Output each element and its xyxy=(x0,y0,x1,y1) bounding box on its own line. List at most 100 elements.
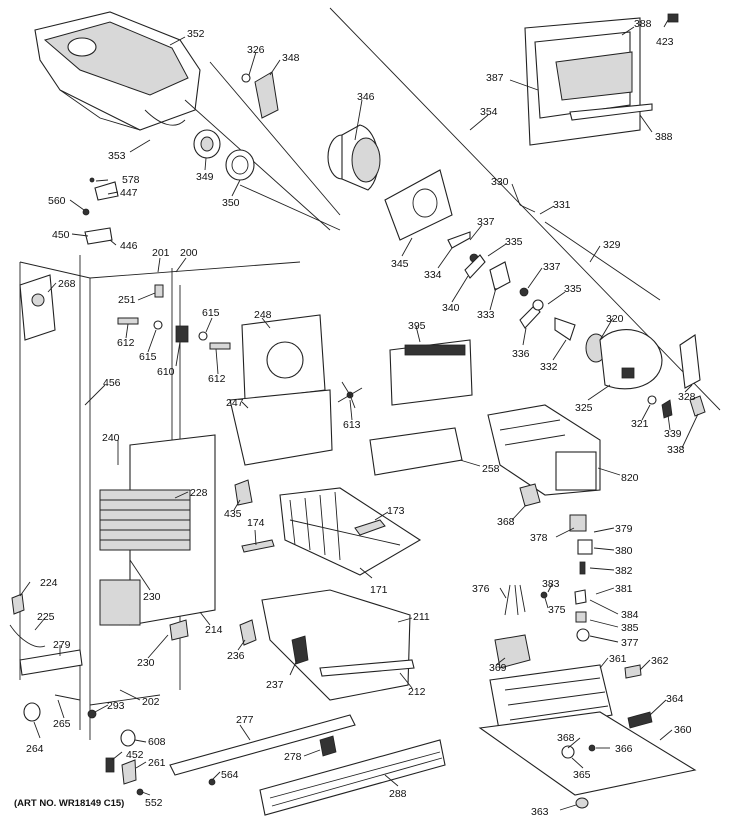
part-label: 366 xyxy=(615,743,633,755)
part-cap xyxy=(689,395,706,417)
part-label: 201 xyxy=(152,247,170,259)
part-ice-bucket xyxy=(34,11,201,131)
part-label: 381 xyxy=(615,583,633,595)
part-linkage xyxy=(447,231,576,341)
part-label: 230 xyxy=(143,591,161,603)
shaft-line xyxy=(209,61,341,216)
part-label: 348 xyxy=(282,52,300,64)
part-washer xyxy=(153,320,163,330)
part-mounting-plate xyxy=(384,169,453,241)
part-label: 268 xyxy=(58,278,76,290)
part-terminal xyxy=(540,591,548,599)
part-label: 612 xyxy=(208,373,226,385)
part-fan-motor xyxy=(585,329,663,390)
part-clip xyxy=(234,479,253,506)
part-thermistor-holder xyxy=(19,274,56,341)
part-label: 375 xyxy=(548,604,566,616)
part-washer xyxy=(647,395,657,405)
part-relay xyxy=(494,634,531,669)
part-label: 265 xyxy=(53,718,71,730)
part-roller xyxy=(120,729,136,747)
part-spring xyxy=(627,711,653,729)
part-label: 349 xyxy=(196,171,214,183)
part-spring xyxy=(519,204,536,213)
part-auger-spring xyxy=(225,149,255,181)
part-label: 278 xyxy=(284,751,302,763)
part-bracket xyxy=(121,759,137,785)
part-label: 236 xyxy=(227,650,245,662)
part-label: 337 xyxy=(543,261,561,273)
part-wire-shelf xyxy=(279,487,422,576)
part-bracket xyxy=(254,71,279,119)
part-label: 320 xyxy=(606,313,624,325)
part-label: 200 xyxy=(180,247,198,259)
part-bracket xyxy=(239,619,257,646)
part-label: 211 xyxy=(413,611,430,623)
part-label: 247 xyxy=(226,397,244,409)
part-label: 214 xyxy=(205,624,223,636)
part-label: 615 xyxy=(139,351,157,363)
part-label: 346 xyxy=(357,91,375,103)
part-label: 350 xyxy=(222,197,240,209)
part-label: 321 xyxy=(631,418,649,430)
part-stop xyxy=(319,735,337,757)
part-clip xyxy=(117,317,139,325)
part-rod xyxy=(54,694,81,701)
part-label: 379 xyxy=(615,523,633,535)
part-label: 446 xyxy=(120,240,138,252)
part-toe-grille xyxy=(259,739,446,816)
part-valve-stack xyxy=(569,514,593,642)
part-label: 240 xyxy=(102,432,120,444)
part-label: 388 xyxy=(655,131,673,143)
part-washer xyxy=(241,73,251,83)
part-label: 336 xyxy=(512,348,530,360)
part-label: 331 xyxy=(553,199,571,211)
part-label: 248 xyxy=(254,309,272,321)
part-label: 277 xyxy=(236,714,254,726)
part-label: 387 xyxy=(486,72,504,84)
part-label: 364 xyxy=(666,693,684,705)
part-switch xyxy=(175,325,189,343)
auger-shaft xyxy=(239,184,341,231)
part-label: 612 xyxy=(117,337,135,349)
part-label: 171 xyxy=(370,584,388,596)
part-labels: 352 326 348 346 388 423 387 354 388 353 … xyxy=(26,18,696,818)
part-clip xyxy=(679,334,701,389)
part-evaporator xyxy=(99,434,216,626)
part-label: 329 xyxy=(603,239,621,251)
part-label: 361 xyxy=(609,653,627,665)
part-label: 384 xyxy=(621,609,639,621)
part-label: 340 xyxy=(442,302,460,314)
part-wire-harness xyxy=(504,584,526,616)
part-label: 452 xyxy=(126,749,144,761)
part-label: 174 xyxy=(247,517,265,529)
part-label: 353 xyxy=(108,150,126,162)
part-label: 423 xyxy=(656,36,674,48)
part-clip xyxy=(624,664,642,679)
part-screw xyxy=(208,778,216,786)
part-fan-blade xyxy=(337,381,363,409)
part-label: 363 xyxy=(531,806,549,818)
part-label: 368 xyxy=(557,732,575,744)
part-label: 368 xyxy=(497,516,515,528)
part-auger-coupling xyxy=(193,129,221,159)
leader-lines xyxy=(19,19,699,811)
part-label: 345 xyxy=(391,258,409,270)
part-label: 212 xyxy=(408,686,426,698)
part-label: 202 xyxy=(142,696,160,708)
part-label: 376 xyxy=(472,583,490,595)
part-label: 326 xyxy=(247,44,265,56)
part-label: 279 xyxy=(53,639,71,651)
part-auger-motor xyxy=(327,124,381,191)
part-screw xyxy=(588,744,596,752)
part-label: 360 xyxy=(674,724,692,736)
part-label: 293 xyxy=(107,700,125,712)
part-label: 258 xyxy=(482,463,500,475)
part-label: 383 xyxy=(542,578,560,590)
part-label: 328 xyxy=(678,391,696,403)
part-label: 261 xyxy=(148,757,166,769)
part-label: 352 xyxy=(187,28,205,40)
part-label: 388 xyxy=(634,18,652,30)
